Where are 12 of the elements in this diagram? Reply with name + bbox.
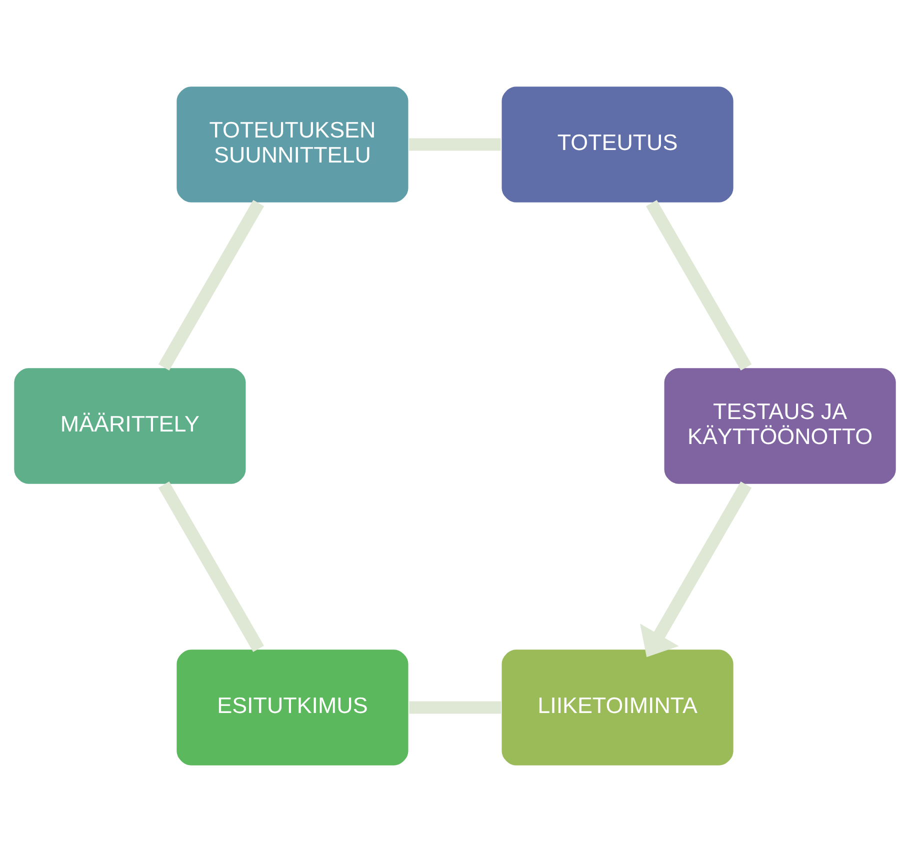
node-box: MÄÄRITTELY [12,366,247,485]
connector [158,199,264,370]
node-box: ESITUTKIMUS [175,648,410,766]
connector [158,480,264,652]
node-box: TOTEUTUKSEN SUUNNITTELU [175,84,410,204]
connector [646,200,752,370]
connector [409,700,502,714]
node-box: TESTAUS JA KÄYTTÖÖNOTTO [663,366,898,485]
node-box: LIIKETOIMINTA [500,648,735,766]
node-box: TOTEUTUS [500,84,735,204]
arrow [640,481,752,657]
connector [408,138,501,150]
